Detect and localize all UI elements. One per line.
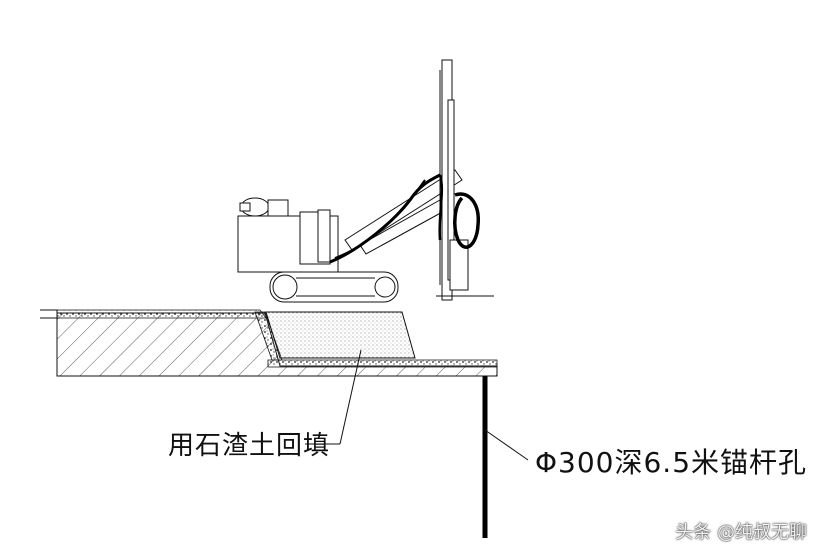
backfill-label: 用石渣土回填	[168, 431, 330, 461]
watermark-text: 头条 @纯叔无聊	[675, 522, 807, 543]
leader-lines	[305, 349, 529, 461]
drilling-rig	[237, 59, 494, 303]
backfill-area	[265, 311, 416, 359]
ground-slab	[40, 309, 498, 377]
anchor-hole-label: Φ300深6.5米锚杆孔	[535, 446, 807, 479]
